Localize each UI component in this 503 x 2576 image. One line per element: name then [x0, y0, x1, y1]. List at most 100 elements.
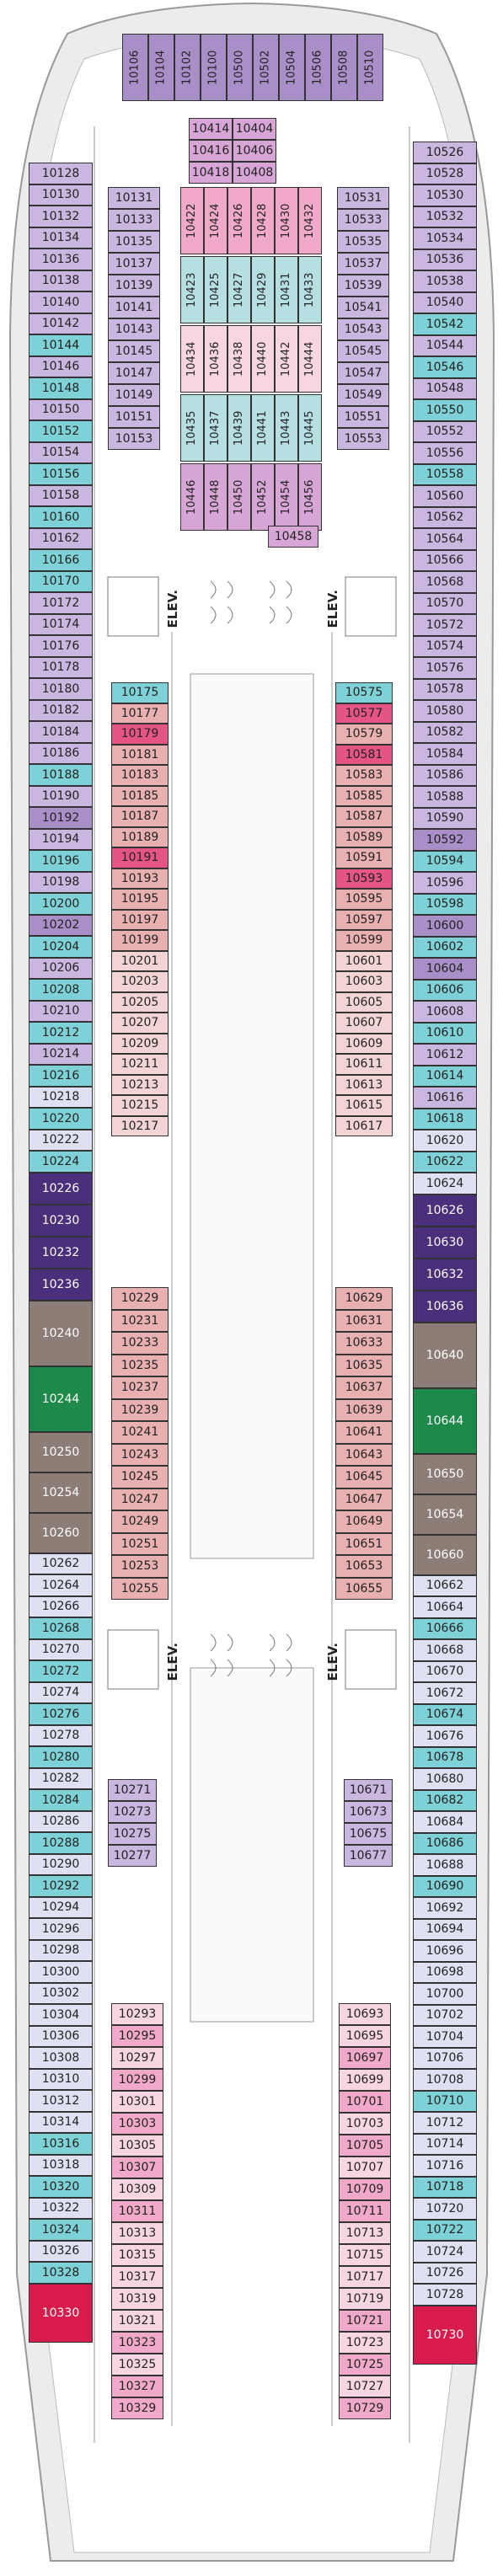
cabin-10128[interactable]: 10128	[29, 163, 93, 184]
cabin-10199[interactable]: 10199	[111, 930, 169, 951]
cabin-10548[interactable]: 10548	[413, 377, 477, 399]
cabin-10239[interactable]: 10239	[111, 1398, 169, 1421]
cabin-10579[interactable]: 10579	[335, 724, 393, 745]
cabin-10193[interactable]: 10193	[111, 868, 169, 889]
cabin-10138[interactable]: 10138	[29, 270, 93, 291]
cabin-10131[interactable]: 10131	[108, 187, 160, 209]
cabin-10270[interactable]: 10270	[29, 1638, 93, 1660]
cabin-10425[interactable]: 10425	[204, 256, 227, 323]
cabin-10446[interactable]: 10446	[180, 463, 204, 531]
cabin-10610[interactable]: 10610	[413, 1022, 477, 1044]
cabin-10710[interactable]: 10710	[413, 2090, 477, 2112]
cabin-10201[interactable]: 10201	[111, 950, 169, 971]
cabin-10220[interactable]: 10220	[29, 1108, 93, 1130]
cabin-10136[interactable]: 10136	[29, 249, 93, 270]
cabin-10434[interactable]: 10434	[180, 325, 204, 393]
cabin-10536[interactable]: 10536	[413, 249, 477, 270]
cabin-10284[interactable]: 10284	[29, 1789, 93, 1811]
cabin-10441[interactable]: 10441	[251, 394, 275, 462]
cabin-10615[interactable]: 10615	[335, 1095, 393, 1116]
cabin-10693[interactable]: 10693	[339, 2003, 391, 2025]
cabin-10145[interactable]: 10145	[108, 340, 160, 362]
cabin-10132[interactable]: 10132	[29, 206, 93, 227]
cabin-10196[interactable]: 10196	[29, 850, 93, 872]
cabin-10719[interactable]: 10719	[339, 2288, 391, 2310]
cabin-10526[interactable]: 10526	[413, 142, 477, 163]
cabin-10207[interactable]: 10207	[111, 1013, 169, 1034]
cabin-10717[interactable]: 10717	[339, 2266, 391, 2288]
cabin-10233[interactable]: 10233	[111, 1332, 169, 1355]
cabin-10714[interactable]: 10714	[413, 2133, 477, 2155]
cabin-10149[interactable]: 10149	[108, 384, 160, 406]
cabin-10574[interactable]: 10574	[413, 635, 477, 657]
cabin-10591[interactable]: 10591	[335, 847, 393, 868]
cabin-10721[interactable]: 10721	[339, 2310, 391, 2332]
cabin-10590[interactable]: 10590	[413, 807, 477, 829]
cabin-10437[interactable]: 10437	[204, 394, 227, 462]
cabin-10273[interactable]: 10273	[108, 1801, 157, 1823]
cabin-10153[interactable]: 10153	[108, 428, 160, 450]
cabin-10698[interactable]: 10698	[413, 1961, 477, 1983]
cabin-10675[interactable]: 10675	[344, 1823, 393, 1845]
cabin-10577[interactable]: 10577	[335, 703, 393, 724]
cabin-10709[interactable]: 10709	[339, 2178, 391, 2200]
cabin-10599[interactable]: 10599	[335, 930, 393, 951]
cabin-10203[interactable]: 10203	[111, 971, 169, 992]
cabin-10720[interactable]: 10720	[413, 2198, 477, 2220]
cabin-10543[interactable]: 10543	[337, 318, 389, 340]
cabin-10607[interactable]: 10607	[335, 1013, 393, 1034]
cabin-10214[interactable]: 10214	[29, 1043, 93, 1065]
cabin-10182[interactable]: 10182	[29, 699, 93, 721]
cabin-10170[interactable]: 10170	[29, 570, 93, 592]
cabin-10635[interactable]: 10635	[335, 1354, 393, 1376]
cabin-10649[interactable]: 10649	[335, 1510, 393, 1533]
cabin-10272[interactable]: 10272	[29, 1660, 93, 1682]
cabin-10183[interactable]: 10183	[111, 765, 169, 786]
cabin-10643[interactable]: 10643	[335, 1443, 393, 1466]
cabin-10541[interactable]: 10541	[337, 297, 389, 318]
cabin-10253[interactable]: 10253	[111, 1555, 169, 1578]
cabin-10624[interactable]: 10624	[413, 1173, 477, 1194]
cabin-10676[interactable]: 10676	[413, 1725, 477, 1747]
cabin-10713[interactable]: 10713	[339, 2222, 391, 2244]
cabin-10723[interactable]: 10723	[339, 2332, 391, 2354]
cabin-10580[interactable]: 10580	[413, 700, 477, 722]
cabin-10244[interactable]: 10244	[29, 1365, 93, 1432]
cabin-10301[interactable]: 10301	[111, 2091, 163, 2113]
cabin-10576[interactable]: 10576	[413, 657, 477, 679]
cabin-10626[interactable]: 10626	[413, 1194, 477, 1227]
cabin-10604[interactable]: 10604	[413, 958, 477, 980]
cabin-10245[interactable]: 10245	[111, 1466, 169, 1488]
cabin-10166[interactable]: 10166	[29, 549, 93, 571]
cabin-10150[interactable]: 10150	[29, 398, 93, 420]
cabin-10255[interactable]: 10255	[111, 1577, 169, 1600]
cabin-10141[interactable]: 10141	[108, 297, 160, 318]
cabin-10695[interactable]: 10695	[339, 2025, 391, 2047]
cabin-10600[interactable]: 10600	[413, 915, 477, 937]
cabin-10701[interactable]: 10701	[339, 2091, 391, 2113]
cabin-10260[interactable]: 10260	[29, 1512, 93, 1553]
cabin-10226[interactable]: 10226	[29, 1172, 93, 1205]
cabin-10726[interactable]: 10726	[413, 2262, 477, 2284]
cabin-10566[interactable]: 10566	[413, 549, 477, 571]
cabin-10700[interactable]: 10700	[413, 1983, 477, 2005]
cabin-10694[interactable]: 10694	[413, 1918, 477, 1940]
cabin-10614[interactable]: 10614	[413, 1065, 477, 1087]
cabin-10712[interactable]: 10712	[413, 2112, 477, 2134]
cabin-10264[interactable]: 10264	[29, 1574, 93, 1596]
cabin-10672[interactable]: 10672	[413, 1682, 477, 1704]
cabin-10645[interactable]: 10645	[335, 1466, 393, 1488]
cabin-10583[interactable]: 10583	[335, 765, 393, 786]
cabin-10137[interactable]: 10137	[108, 253, 160, 275]
cabin-10708[interactable]: 10708	[413, 2069, 477, 2091]
cabin-10312[interactable]: 10312	[29, 2090, 93, 2112]
cabin-10294[interactable]: 10294	[29, 1896, 93, 1918]
cabin-10500[interactable]: 10500	[227, 34, 253, 101]
cabin-10537[interactable]: 10537	[337, 253, 389, 275]
cabin-10250[interactable]: 10250	[29, 1431, 93, 1472]
cabin-10435[interactable]: 10435	[180, 394, 204, 462]
cabin-10616[interactable]: 10616	[413, 1087, 477, 1109]
cabin-10697[interactable]: 10697	[339, 2047, 391, 2069]
cabin-10299[interactable]: 10299	[111, 2069, 163, 2091]
cabin-10553[interactable]: 10553	[337, 428, 389, 450]
